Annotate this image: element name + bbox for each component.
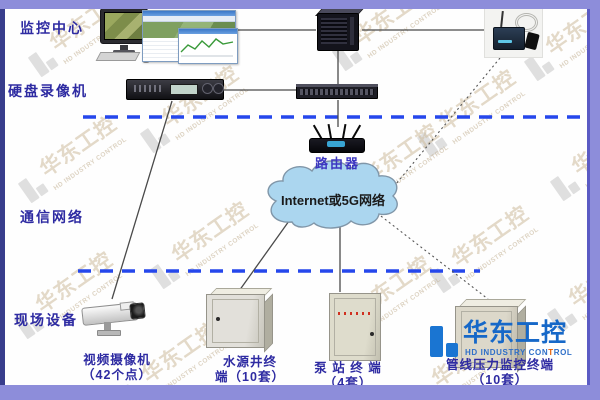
- dvr-recorder-photo: [126, 79, 224, 100]
- wireless-modem-photo: [484, 8, 543, 58]
- power-adapter-icon: [524, 31, 540, 51]
- wireless-router-photo: [309, 123, 365, 154]
- caption-pipeline-line2: （10套）: [471, 373, 529, 387]
- internet-cloud-icon: [267, 160, 398, 229]
- label-router: 路由器: [315, 156, 361, 171]
- label-monitoring-center: 监控中心: [20, 20, 84, 36]
- trend-chart-icon: [180, 38, 234, 57]
- water-well-terminal-cabinet-photo: [206, 288, 273, 353]
- logo-mark-icon: [430, 326, 443, 357]
- caption-camera-line2: （42个点）: [82, 368, 152, 382]
- wireless-link-cloud-pipeline: [376, 212, 489, 300]
- caption-camera-line1: 视频摄像机: [83, 353, 151, 367]
- network-switch-photo: [296, 84, 378, 99]
- logo-sub-accent: T: [548, 348, 554, 357]
- monitoring-workstation-photo: [95, 6, 238, 64]
- caption-pipeline-terminal: 管线压力监控终端 （10套）: [430, 358, 570, 388]
- keyboard-icon: [95, 52, 141, 61]
- antenna-icon: [500, 10, 504, 28]
- frame-border-left: [0, 9, 5, 385]
- wire-dvr-camera: [111, 100, 173, 300]
- caption-water-terminal: 水源井终 端（10套）: [203, 355, 297, 385]
- logo-sub-prefix: HD INDUSTRY CON: [465, 348, 549, 357]
- pump-station-cabinet-photo: [329, 291, 383, 361]
- logo-subtitle: HD INDUSTRY CONTROL: [465, 348, 572, 357]
- logo-name: 华东工控: [463, 319, 568, 347]
- caption-pipeline-line1: 管线压力监控终端: [445, 358, 554, 372]
- pipeline-terminal-cabinet-photo: [455, 299, 527, 373]
- wire-cloud-water-terminal: [238, 220, 290, 292]
- company-logo: 华东工控 HD INDUSTRY CONTROL: [430, 319, 590, 363]
- label-field-devices: 现场设备: [14, 312, 78, 328]
- wireless-link-modem-cloud: [395, 57, 501, 185]
- logo-mark-icon: [446, 343, 458, 357]
- server-tower-photo: [315, 5, 367, 51]
- label-dvr: 硬盘录像机: [8, 83, 88, 99]
- label-internet-cloud: Internet或5G网络: [280, 193, 385, 208]
- caption-water-line2: 端（10套）: [215, 370, 285, 384]
- frame-border-right-line: [587, 9, 590, 385]
- caption-water-line1: 水源井终: [222, 355, 277, 369]
- app-window-chart: [178, 28, 238, 64]
- map-screen: [104, 12, 144, 40]
- caption-camera: 视频摄像机 （42个点）: [67, 353, 167, 383]
- caption-pump-line1: 泵 站 终 端: [314, 361, 382, 375]
- camera-lens-icon: [129, 302, 146, 320]
- cctv-camera-photo: [80, 297, 150, 339]
- desktop-monitor-icon: [100, 8, 148, 53]
- frame-border-bottom: [0, 385, 600, 400]
- label-comm-network: 通信网络: [20, 209, 84, 225]
- cable-coil-icon: [515, 13, 538, 32]
- frame-border-top: [0, 0, 600, 9]
- frame-border-right: [590, 0, 600, 400]
- logo-sub-suffix: ROL: [553, 348, 573, 357]
